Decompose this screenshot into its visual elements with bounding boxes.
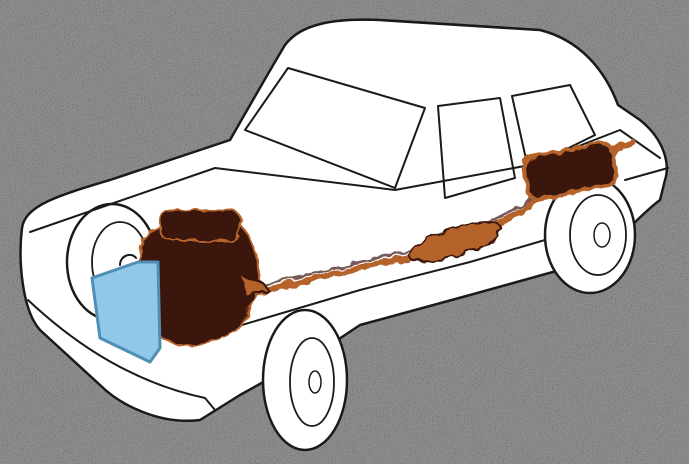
front-right-wheel	[263, 310, 347, 450]
